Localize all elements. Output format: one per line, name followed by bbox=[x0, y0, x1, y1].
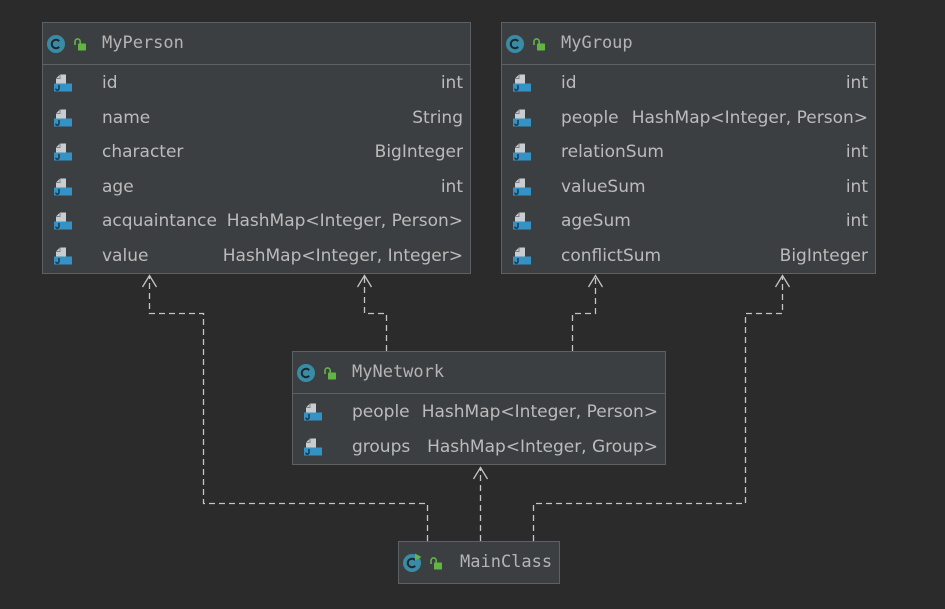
field-icon bbox=[513, 178, 531, 195]
field-type: int bbox=[845, 73, 868, 94]
field-row[interactable]: character BigInteger bbox=[43, 135, 470, 170]
runnable-class-icon bbox=[403, 553, 422, 572]
field-name: character bbox=[102, 142, 184, 163]
field-icon bbox=[54, 74, 72, 92]
field-icon bbox=[513, 74, 531, 92]
open-lock-icon bbox=[324, 366, 336, 379]
edge-line[interactable] bbox=[532, 276, 784, 541]
class-node-myperson[interactable]: MyPerson id int name String character Bi… bbox=[42, 22, 471, 274]
field-type: int bbox=[440, 73, 463, 94]
field-icon bbox=[513, 143, 531, 161]
class-node-header: MyGroup bbox=[502, 23, 875, 65]
field-name: acquaintance bbox=[102, 211, 217, 232]
field-type: int bbox=[845, 142, 868, 163]
field-row[interactable]: people HashMap<Integer, Person> bbox=[293, 395, 665, 430]
field-name: groups bbox=[352, 436, 411, 457]
field-icon bbox=[513, 247, 531, 264]
arrowhead bbox=[141, 274, 158, 288]
dependency-arrow-mynetwork-to-mygroup[interactable] bbox=[571, 274, 604, 352]
field-type: HashMap<Integer, Group> bbox=[427, 436, 658, 457]
field-type: int bbox=[440, 176, 463, 197]
field-icon bbox=[54, 247, 72, 264]
field-icon bbox=[54, 178, 72, 195]
arrowhead bbox=[472, 466, 489, 480]
field-list: id int people HashMap<Integer, Person> r… bbox=[502, 65, 875, 273]
field-icon bbox=[54, 212, 72, 230]
field-type: int bbox=[845, 211, 868, 232]
class-node-mygroup[interactable]: MyGroup id int people HashMap<Integer, P… bbox=[501, 22, 876, 274]
class-name: MyNetwork bbox=[352, 362, 445, 382]
dependency-arrow-mainclass-to-mygroup[interactable] bbox=[532, 274, 791, 542]
arrowhead bbox=[774, 274, 791, 288]
field-type: HashMap<Integer, Integer> bbox=[222, 245, 463, 266]
field-name: valueSum bbox=[561, 176, 646, 197]
class-node-header: MainClass bbox=[399, 542, 559, 583]
class-icon bbox=[297, 363, 315, 382]
field-icon bbox=[304, 438, 322, 455]
field-name: conflictSum bbox=[561, 245, 662, 266]
field-name: people bbox=[352, 402, 410, 423]
class-node-mainclass[interactable]: MainClass bbox=[398, 541, 560, 584]
field-type: HashMap<Integer, Person> bbox=[226, 211, 463, 232]
field-icon bbox=[54, 109, 72, 126]
field-name: relationSum bbox=[561, 142, 664, 163]
field-row[interactable]: acquaintance HashMap<Integer, Person> bbox=[43, 204, 470, 239]
field-type: HashMap<Integer, Person> bbox=[631, 107, 868, 128]
field-row[interactable]: name String bbox=[43, 101, 470, 136]
class-node-mynetwork[interactable]: MyNetwork people HashMap<Integer, Person… bbox=[292, 351, 666, 465]
class-name: MainClass bbox=[460, 552, 553, 572]
field-row[interactable]: relationSum int bbox=[502, 135, 875, 170]
field-type: String bbox=[412, 107, 463, 128]
field-row[interactable]: conflictSum BigInteger bbox=[502, 239, 875, 274]
dependency-arrow-mynetwork-to-myperson[interactable] bbox=[356, 274, 388, 352]
class-name: MyGroup bbox=[561, 33, 633, 53]
field-type: BigInteger bbox=[374, 142, 463, 163]
open-lock-icon bbox=[533, 37, 545, 50]
field-icon bbox=[513, 212, 531, 230]
dependency-arrow-mainclass-to-mynetwork[interactable] bbox=[472, 466, 489, 541]
arrowhead bbox=[356, 274, 373, 288]
open-lock-icon bbox=[430, 556, 442, 569]
field-row[interactable]: value HashMap<Integer, Integer> bbox=[43, 239, 470, 274]
field-icon bbox=[304, 403, 322, 421]
edge-line[interactable] bbox=[363, 276, 388, 351]
field-type: BigInteger bbox=[779, 245, 868, 266]
field-name: age bbox=[102, 176, 134, 197]
field-row[interactable]: valueSum int bbox=[502, 170, 875, 205]
field-name: ageSum bbox=[561, 211, 631, 232]
class-node-header: MyPerson bbox=[43, 23, 470, 65]
field-name: name bbox=[102, 107, 151, 128]
field-row[interactable]: ageSum int bbox=[502, 204, 875, 239]
field-icon bbox=[513, 109, 531, 126]
field-row[interactable]: id int bbox=[502, 66, 875, 101]
class-icon bbox=[506, 34, 524, 53]
field-row[interactable]: people HashMap<Integer, Person> bbox=[502, 101, 875, 136]
field-name: id bbox=[102, 73, 118, 94]
field-name: people bbox=[561, 107, 619, 128]
field-row[interactable]: age int bbox=[43, 170, 470, 205]
class-icon bbox=[47, 34, 65, 53]
edge-line[interactable] bbox=[571, 276, 597, 351]
field-icon bbox=[54, 143, 72, 161]
field-type: int bbox=[845, 176, 868, 197]
field-name: id bbox=[561, 73, 577, 94]
edge-line[interactable] bbox=[148, 276, 429, 541]
class-name: MyPerson bbox=[102, 33, 184, 53]
class-node-header: MyNetwork bbox=[293, 352, 665, 394]
field-row[interactable]: id int bbox=[43, 66, 470, 101]
field-list: id int name String character BigInteger … bbox=[43, 65, 470, 273]
field-row[interactable]: groups HashMap<Integer, Group> bbox=[293, 430, 665, 465]
dependency-arrow-mainclass-to-myperson[interactable] bbox=[141, 274, 429, 542]
field-list: people HashMap<Integer, Person> groups H… bbox=[293, 394, 665, 464]
arrowhead bbox=[587, 274, 604, 288]
open-lock-icon bbox=[74, 37, 86, 50]
field-name: value bbox=[102, 245, 149, 266]
field-type: HashMap<Integer, Person> bbox=[421, 402, 658, 423]
